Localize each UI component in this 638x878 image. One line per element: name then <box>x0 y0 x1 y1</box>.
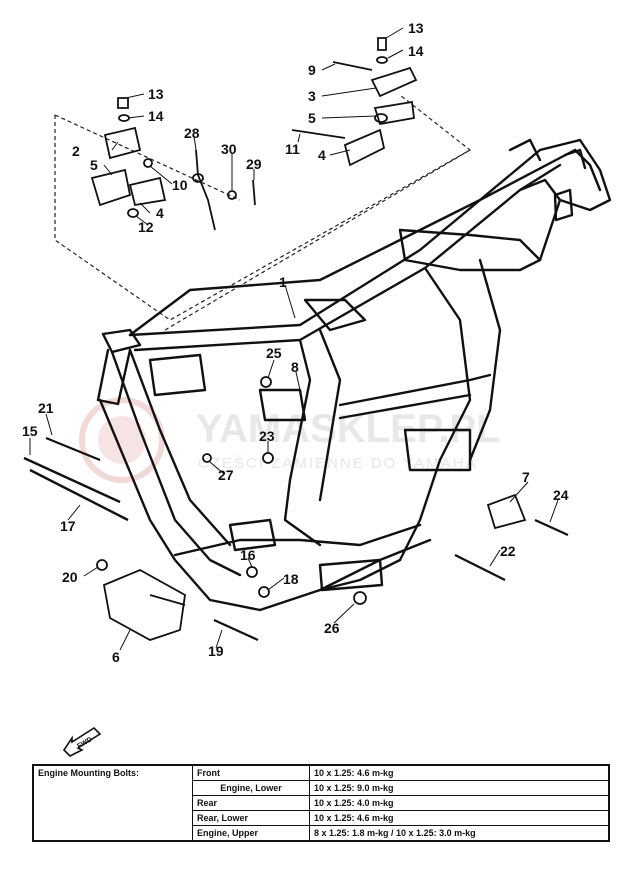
callout-22: 22 <box>500 543 516 559</box>
callout-3: 3 <box>308 88 316 104</box>
callout-7: 7 <box>522 469 530 485</box>
callout-13-left: 13 <box>148 86 164 102</box>
callout-27: 27 <box>218 467 234 483</box>
callout-23: 23 <box>259 428 275 444</box>
table-cell-location: Engine, Lower <box>192 780 310 796</box>
callout-29: 29 <box>246 156 262 172</box>
table-cell-location: Rear, Lower <box>192 810 310 826</box>
table-cell-spec: 10 x 1.25: 4.6 m-kg <box>309 810 610 826</box>
dashed-guides <box>54 94 472 331</box>
callout-labels: 13 14 9 3 5 11 4 13 14 2 5 28 30 29 10 4… <box>22 20 569 665</box>
callout-13-upper: 13 <box>408 20 424 36</box>
table-cell-spec: 10 x 1.25: 9.0 m-kg <box>309 780 610 796</box>
callout-4-left: 4 <box>156 205 164 221</box>
callout-8: 8 <box>291 359 299 375</box>
callout-11: 11 <box>285 141 300 157</box>
table-heading: Engine Mounting Bolts: <box>32 765 193 781</box>
table-cell-spec: 10 x 1.25: 4.0 m-kg <box>309 795 610 811</box>
callout-17: 17 <box>60 518 76 534</box>
leader-lines <box>29 27 559 651</box>
callout-14-upper: 14 <box>408 43 424 59</box>
callout-12: 12 <box>138 219 154 235</box>
callout-21: 21 <box>38 400 54 416</box>
callout-9: 9 <box>308 62 316 78</box>
watermark-sub: CZĘŚCI ZAMIENNE DO YAMAHA <box>198 454 477 472</box>
callout-14-left: 14 <box>148 108 164 124</box>
callout-24: 24 <box>553 487 569 503</box>
callout-28: 28 <box>184 125 200 141</box>
callout-16: 16 <box>240 547 256 563</box>
callout-25: 25 <box>266 345 282 361</box>
torque-spec-table: Engine Mounting Bolts: Front 10 x 1.25: … <box>32 764 610 842</box>
table-row: Engine, Upper 8 x 1.25: 1.8 m-kg / 10 x … <box>32 825 610 842</box>
table-cell-location: Rear <box>192 795 310 811</box>
callout-20: 20 <box>62 569 78 585</box>
frame-exploded-diagram: YAMASKLEP.PL CZĘŚCI ZAMIENNE DO YAMAHA <box>22 20 612 665</box>
callout-5-left: 5 <box>90 157 98 173</box>
forward-arrow-icon: FWD <box>62 726 102 757</box>
table-cell-spec: 8 x 1.25: 1.8 m-kg / 10 x 1.25: 3.0 m-kg <box>309 825 610 842</box>
table-row: Engine, Lower 10 x 1.25: 9.0 m-kg <box>32 780 610 796</box>
callout-18: 18 <box>283 571 299 587</box>
callout-5-upper: 5 <box>308 110 316 126</box>
callout-15: 15 <box>22 423 38 439</box>
table-row: Rear, Lower 10 x 1.25: 4.6 m-kg <box>32 810 610 826</box>
table-cell-location: Front <box>192 765 310 781</box>
table-cell-spec: 10 x 1.25: 4.6 m-kg <box>309 765 610 781</box>
motorcycle-frame <box>96 138 612 612</box>
callout-26: 26 <box>324 620 340 636</box>
callout-19: 19 <box>208 643 224 659</box>
table-row: Rear 10 x 1.25: 4.0 m-kg <box>32 795 610 811</box>
callout-6: 6 <box>112 649 120 665</box>
callout-1: 1 <box>279 274 287 290</box>
table-row: Engine Mounting Bolts: Front 10 x 1.25: … <box>32 765 610 781</box>
table-cell-location: Engine, Upper <box>192 825 310 842</box>
callout-4-upper: 4 <box>318 147 326 163</box>
callout-10: 10 <box>172 177 188 193</box>
callout-30: 30 <box>221 141 237 157</box>
exploded-parts <box>23 37 569 642</box>
callout-2: 2 <box>72 143 80 159</box>
